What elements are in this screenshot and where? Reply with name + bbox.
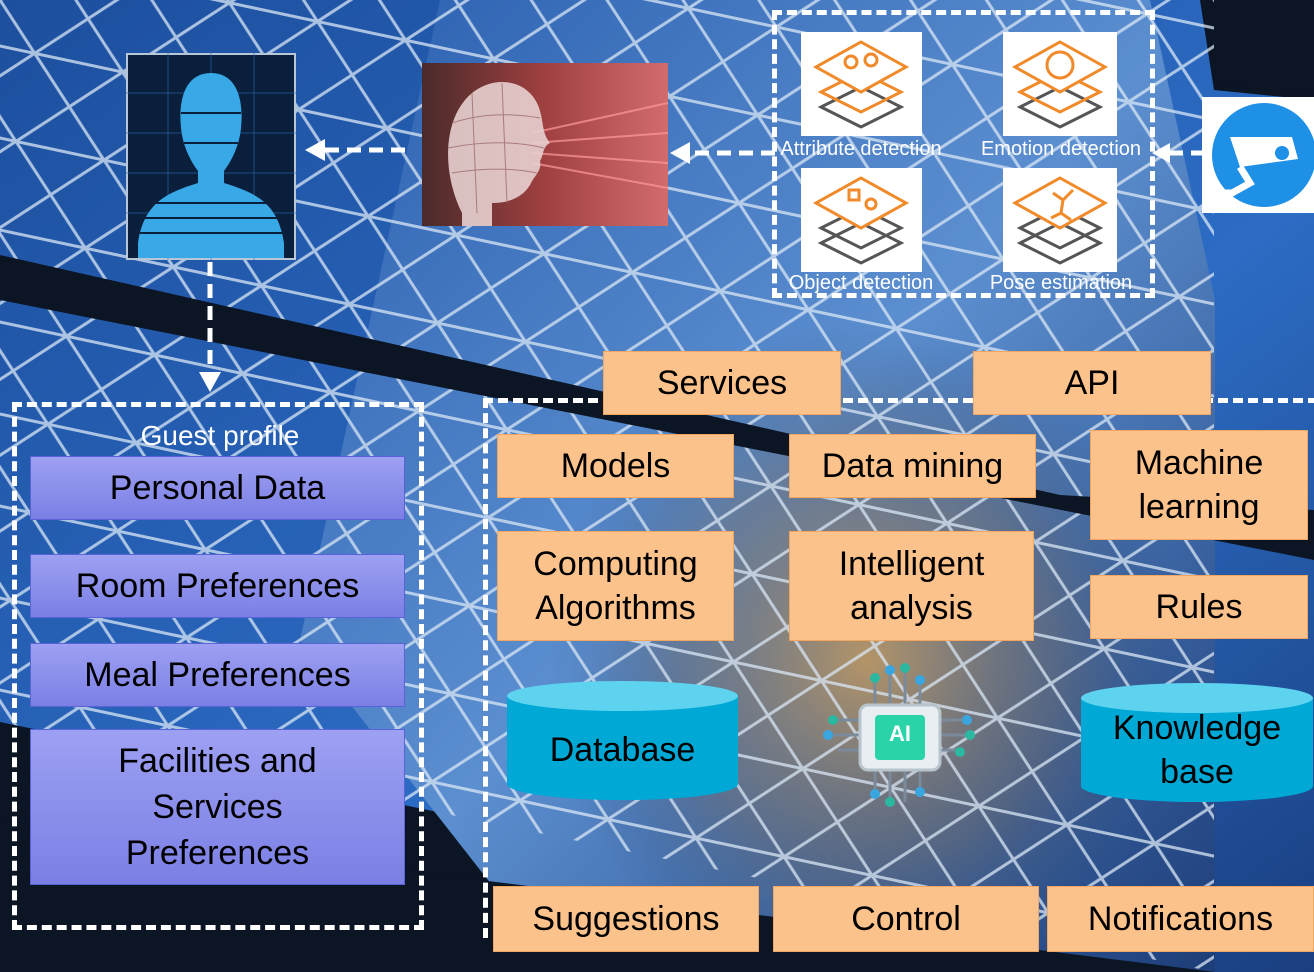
pose-estimation-label: Pose estimation — [989, 272, 1133, 294]
guest-profile-title: Guest profile — [140, 420, 300, 451]
api-box: API — [973, 351, 1211, 415]
intelligent-analysis-box: Intelligent analysis — [789, 531, 1034, 641]
attribute-detection-icon — [801, 32, 922, 136]
arrow-head-camera — [1152, 143, 1170, 163]
personal-data-item: Personal Data — [30, 456, 405, 520]
facilities-services-preferences-item: Facilities and Services Preferences — [30, 729, 405, 885]
models-box: Models — [497, 434, 734, 498]
services-box: Services — [603, 351, 841, 415]
emotion-detection-label: Emotion detection — [980, 138, 1142, 160]
data-mining-box: Data mining — [789, 434, 1036, 498]
control-box: Control — [773, 886, 1039, 952]
emotion-detection-icon — [1003, 32, 1117, 136]
notifications-box: Notifications — [1047, 886, 1314, 952]
object-detection-label: Object detection — [788, 272, 934, 294]
machine-learning-box: Machine learning — [1090, 430, 1308, 540]
face-scan-icon — [422, 63, 668, 226]
arrow-head-profile — [305, 139, 325, 161]
guest-profile-frame — [12, 402, 424, 930]
ai-platform-frame — [483, 398, 1314, 938]
database-cylinder — [507, 681, 738, 801]
pose-estimation-icon — [1003, 168, 1117, 272]
ai-chip-icon — [823, 663, 975, 807]
ai-chip-label: AI — [889, 721, 911, 746]
knowledge-base-cylinder — [1081, 683, 1313, 802]
cctv-camera-icon — [1202, 97, 1314, 213]
meal-preferences-item: Meal Preferences — [30, 643, 405, 707]
room-preferences-item: Room Preferences — [30, 554, 405, 618]
computing-algorithms-box: Computing Algorithms — [497, 531, 734, 641]
database-label: Database — [549, 731, 696, 769]
arrow-head-down — [199, 372, 221, 392]
rules-box: Rules — [1090, 575, 1308, 639]
attribute-detection-label: Attribute detection — [780, 138, 942, 160]
digital-person-silhouette-icon — [126, 53, 296, 260]
knowledge-base-label: Knowledge base — [1112, 709, 1282, 791]
suggestions-box: Suggestions — [493, 886, 759, 952]
object-detection-icon — [801, 168, 922, 272]
arrow-head-face — [670, 142, 690, 164]
